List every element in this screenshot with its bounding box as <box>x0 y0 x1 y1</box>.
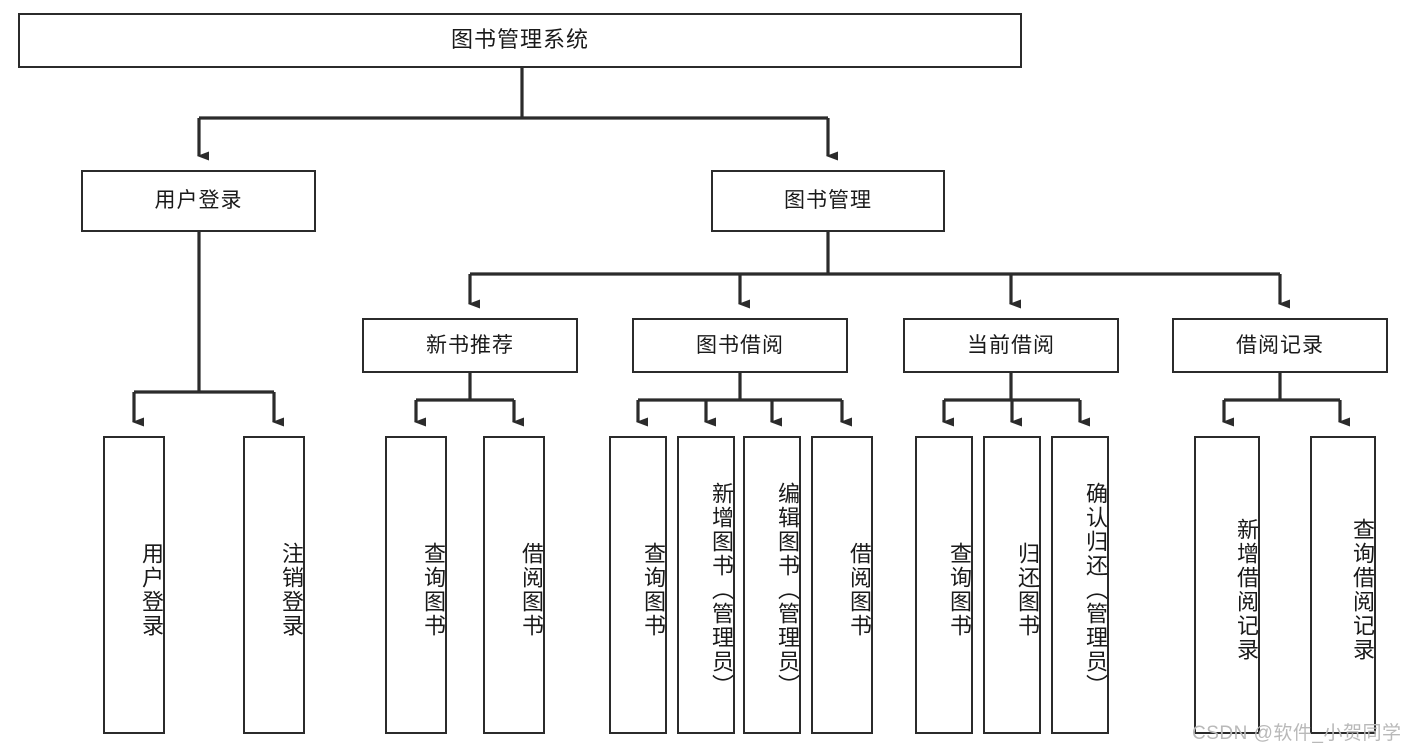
node-label: 新增图书（管理员） <box>709 482 734 698</box>
node-label: 查询图书 <box>947 542 972 638</box>
csdn-watermark: CSDN @软件_小贺同学 <box>1192 723 1402 744</box>
node-label: 查询借阅记录 <box>1350 518 1375 662</box>
leaf-borrow-query-book[interactable]: 查询图书 <box>609 436 667 734</box>
leaf-current-confirm-return-admin[interactable]: 确认归还（管理员） <box>1051 436 1109 734</box>
node-label: 查询图书 <box>421 542 446 638</box>
leaf-borrow-edit-book-admin[interactable]: 编辑图书（管理员） <box>743 436 801 734</box>
node-label: 用户登录 <box>154 189 243 213</box>
leaf-record-query-record[interactable]: 查询借阅记录 <box>1310 436 1376 734</box>
node-root-system[interactable]: 图书管理系统 <box>18 13 1022 68</box>
leaf-recommend-borrow-book[interactable]: 借阅图书 <box>483 436 545 734</box>
node-label: 查询图书 <box>641 542 666 638</box>
leaf-recommend-query-book[interactable]: 查询图书 <box>385 436 447 734</box>
node-user-login[interactable]: 用户登录 <box>81 170 316 232</box>
node-label: 图书管理系统 <box>450 27 589 53</box>
node-label: 注销登录 <box>279 542 304 638</box>
node-label: 归还图书 <box>1015 542 1040 638</box>
node-label: 新书推荐 <box>426 333 514 357</box>
node-book-management[interactable]: 图书管理 <box>711 170 945 232</box>
node-label: 借阅图书 <box>519 542 544 638</box>
leaf-record-add-record[interactable]: 新增借阅记录 <box>1194 436 1260 734</box>
node-label: 图书管理 <box>784 189 872 213</box>
node-label: 图书借阅 <box>696 333 784 357</box>
node-label: 当前借阅 <box>967 333 1055 357</box>
node-current-borrow[interactable]: 当前借阅 <box>903 318 1119 373</box>
leaf-user-login-logout[interactable]: 注销登录 <box>243 436 305 734</box>
node-new-book-recommend[interactable]: 新书推荐 <box>362 318 578 373</box>
node-book-borrow[interactable]: 图书借阅 <box>632 318 848 373</box>
node-label: 新增借阅记录 <box>1234 518 1259 662</box>
leaf-borrow-borrow-book[interactable]: 借阅图书 <box>811 436 873 734</box>
node-label: 借阅图书 <box>847 542 872 638</box>
leaf-current-query-book[interactable]: 查询图书 <box>915 436 973 734</box>
leaf-current-return-book[interactable]: 归还图书 <box>983 436 1041 734</box>
node-label: 确认归还（管理员） <box>1083 482 1108 698</box>
node-label: 用户登录 <box>139 542 164 638</box>
node-label: 编辑图书（管理员） <box>775 482 800 698</box>
node-borrow-record[interactable]: 借阅记录 <box>1172 318 1388 373</box>
leaf-user-login-login[interactable]: 用户登录 <box>103 436 165 734</box>
leaf-borrow-add-book-admin[interactable]: 新增图书（管理员） <box>677 436 735 734</box>
node-label: 借阅记录 <box>1236 333 1324 357</box>
